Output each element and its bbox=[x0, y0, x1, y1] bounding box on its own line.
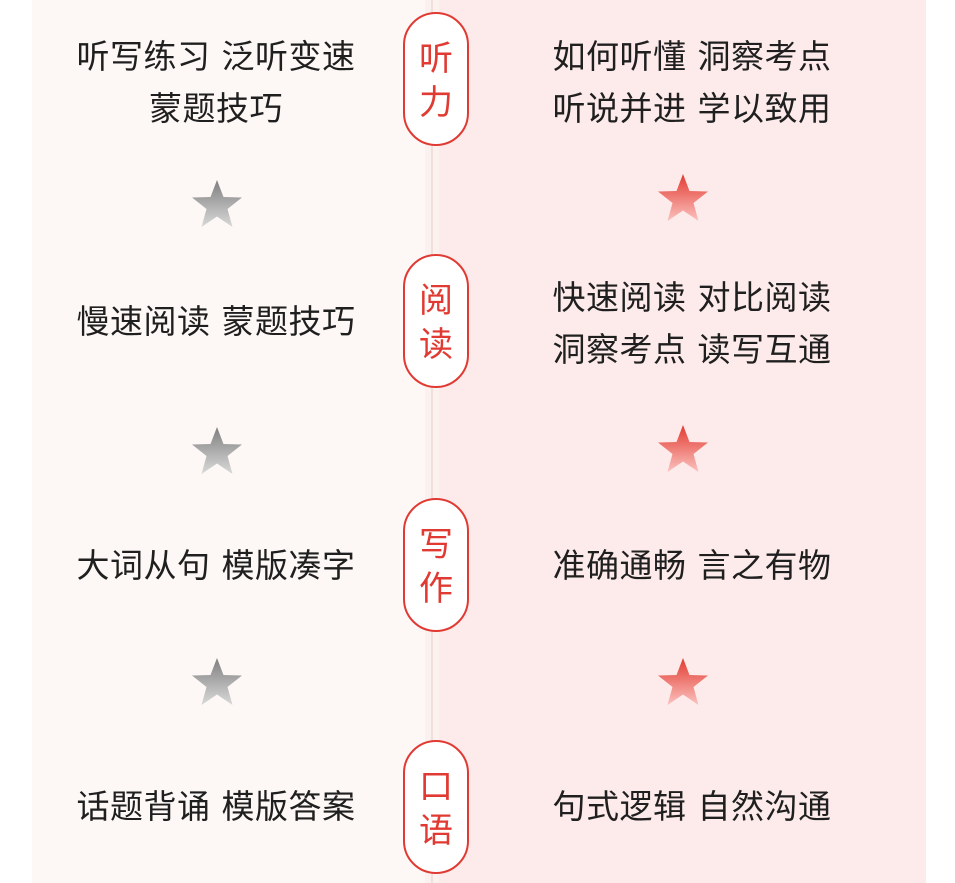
reading-method-text: 快速阅读 对比阅读 洞察考点 读写互通 bbox=[552, 278, 832, 369]
star-icon bbox=[658, 174, 708, 221]
writing-badge: 写 作 bbox=[403, 498, 469, 632]
listening-method-text: 如何听懂 洞察考点 听说并进 学以致用 bbox=[552, 37, 832, 128]
star-icon bbox=[192, 427, 242, 474]
reading-badge: 阅 读 bbox=[403, 254, 469, 388]
writing-traditional-text: 大词从句 模版凑字 bbox=[76, 546, 356, 585]
star-icon bbox=[192, 180, 242, 227]
center-divider bbox=[425, 0, 439, 883]
traditional-column bbox=[32, 0, 425, 883]
reading-traditional-text: 慢速阅读 蒙题技巧 bbox=[76, 302, 356, 341]
speaking-traditional-text: 话题背诵 模版答案 bbox=[76, 787, 356, 826]
speaking-badge: 口 语 bbox=[403, 740, 469, 874]
listening-traditional-text: 听写练习 泛听变速 蒙题技巧 bbox=[76, 37, 356, 128]
star-icon bbox=[192, 658, 242, 705]
listening-badge: 听 力 bbox=[403, 12, 469, 146]
writing-method-text: 准确通畅 言之有物 bbox=[552, 546, 832, 585]
star-icon bbox=[658, 658, 708, 705]
speaking-method-text: 句式逻辑 自然沟通 bbox=[552, 787, 832, 826]
star-icon bbox=[658, 425, 708, 472]
